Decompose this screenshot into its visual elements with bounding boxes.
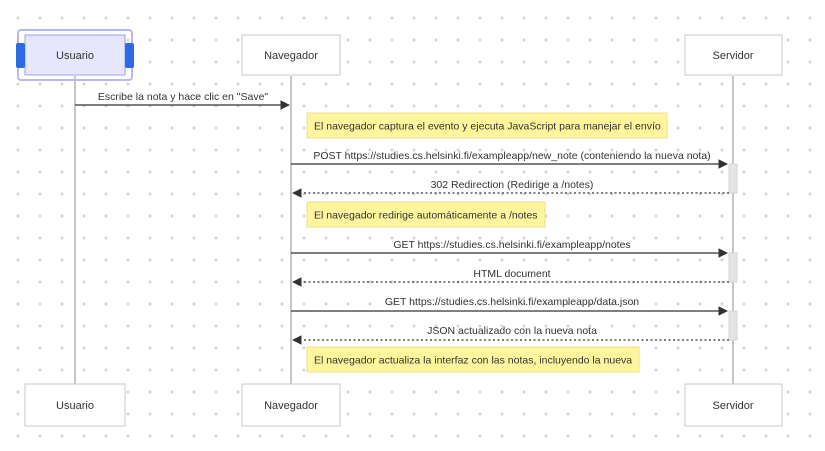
activation-servidor-1 [728,163,738,194]
note-3[interactable]: El navegador actualiza la interfaz con l… [306,346,640,373]
message-label: JSON actualizado con la nueva nota [427,325,597,337]
note-box [306,346,640,373]
message-label: Escribe la nota y hace clic en "Save" [98,91,269,103]
actor-label: Servidor [713,400,754,412]
actor-navegador-bottom[interactable]: Navegador [241,383,341,427]
actor-label: Navegador [264,400,318,412]
actor-label: Navegador [264,50,318,62]
actor-label: Usuario [56,400,94,412]
actor-servidor-bottom[interactable]: Servidor [684,383,783,427]
actor-box [24,383,126,427]
actor-navegador-top[interactable]: Navegador [241,34,341,76]
actor-box [24,34,126,76]
note-text: El navegador redirige automáticamente a … [314,210,538,222]
message-label: GET https://studies.cs.helsinki.fi/examp… [385,296,639,308]
message-label: POST https://studies.cs.helsinki.fi/exam… [313,150,710,162]
note-text: El navegador captura el evento y ejecuta… [314,121,661,133]
note-2[interactable]: El navegador redirige automáticamente a … [306,201,546,228]
activation-servidor-3 [728,310,738,341]
actor-usuario-bottom[interactable]: Usuario [24,383,126,427]
note-text: El navegador actualiza la interfaz con l… [314,355,632,367]
note-1[interactable]: El navegador captura el evento y ejecuta… [306,112,668,139]
activation-servidor-2 [728,252,738,283]
actor-usuario-top[interactable]: Usuario [16,29,134,81]
message-label: HTML document [473,268,550,280]
note-box [306,112,668,139]
actor-label: Servidor [713,50,754,62]
message-label: 302 Redirection (Redirige a /notes) [431,179,594,191]
actor-servidor-top[interactable]: Servidor [684,34,783,76]
actor-box [241,34,341,76]
resize-handle-left[interactable] [16,43,25,68]
message-label: GET https://studies.cs.helsinki.fi/examp… [393,239,630,251]
resize-handle-right[interactable] [125,43,134,68]
actor-box [684,34,783,76]
actor-label: Usuario [56,50,94,62]
note-box [306,201,546,228]
actor-box [684,383,783,427]
actor-box [241,383,341,427]
